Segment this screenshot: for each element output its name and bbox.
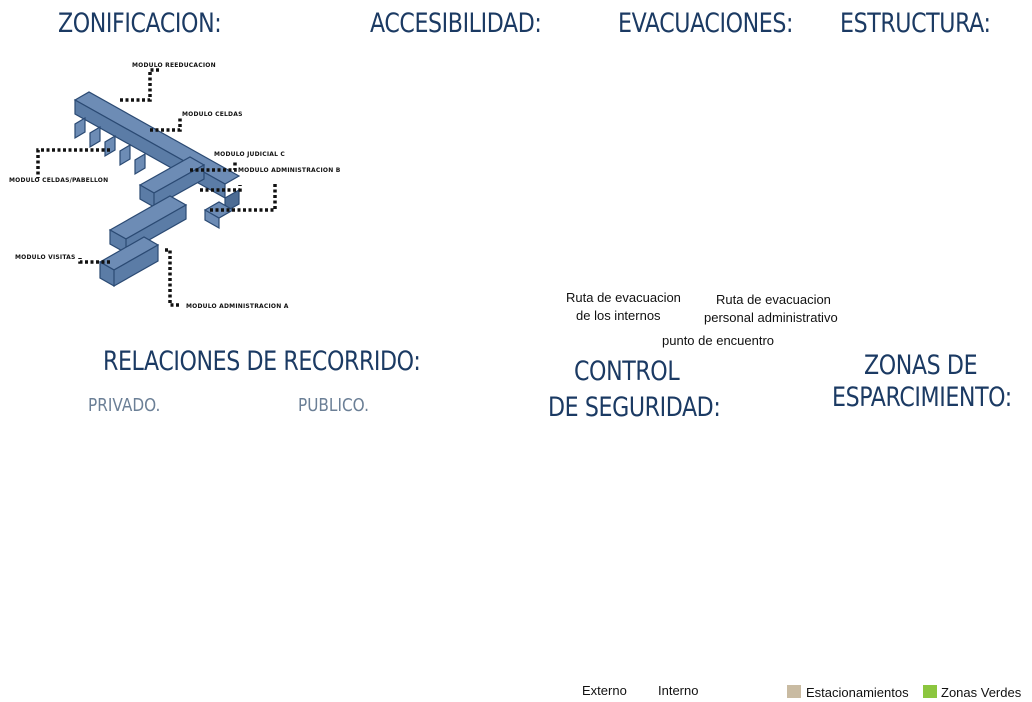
zonificacion-diagram bbox=[36, 68, 277, 307]
estacionamientos-swatch bbox=[787, 685, 801, 698]
evacuaciones-title: EVACUACIONES: bbox=[618, 8, 794, 39]
zonas-title-line1: ZONAS DE bbox=[864, 350, 978, 381]
label-administracion-b: MODULO ADMINISTRACION B bbox=[238, 167, 341, 174]
privado-subtitle: PRIVADO. bbox=[88, 395, 161, 416]
zonificacion-title: ZONIFICACION: bbox=[58, 8, 222, 39]
label-celdas: MODULO CELDAS bbox=[182, 111, 243, 118]
control-title-line1: CONTROL bbox=[574, 356, 680, 387]
evac-personal-label-1: Ruta de evacuacion bbox=[716, 292, 831, 307]
zonas-verdes-label: Zonas Verdes bbox=[941, 685, 1022, 700]
publico-subtitle: PUBLICO. bbox=[298, 395, 369, 416]
estacionamientos-label: Estacionamientos bbox=[806, 685, 909, 700]
relaciones-title: RELACIONES DE RECORRIDO: bbox=[103, 346, 421, 377]
control-title-line2: DE SEGURIDAD: bbox=[548, 392, 721, 423]
label-celdas-pabellon: MODULO CELDAS/PABELLON bbox=[9, 177, 109, 184]
evac-personal-label-2: personal administrativo bbox=[704, 310, 838, 325]
control-externo-label: Externo bbox=[582, 683, 627, 698]
control-interno-label: Interno bbox=[658, 683, 699, 698]
evac-internos-label-2: de los internos bbox=[576, 308, 661, 323]
accesibilidad-title: ACCESIBILIDAD: bbox=[370, 8, 542, 39]
evac-internos-label-1: Ruta de evacuacion bbox=[566, 290, 681, 305]
zonas-title-line2: ESPARCIMIENTO: bbox=[832, 382, 1012, 413]
evac-encuentro-label: punto de encuentro bbox=[662, 333, 775, 348]
label-reeducacion: MODULO REEDUCACION bbox=[132, 62, 216, 69]
label-judicial: MODULO JUDICIAL C bbox=[214, 151, 286, 158]
label-administracion-a: MODULO ADMINISTRACION A bbox=[186, 303, 289, 310]
label-visitas: MODULO VISITAS bbox=[15, 254, 76, 261]
zonas-verdes-swatch bbox=[923, 685, 937, 698]
estructura-title: ESTRUCTURA: bbox=[840, 8, 991, 39]
